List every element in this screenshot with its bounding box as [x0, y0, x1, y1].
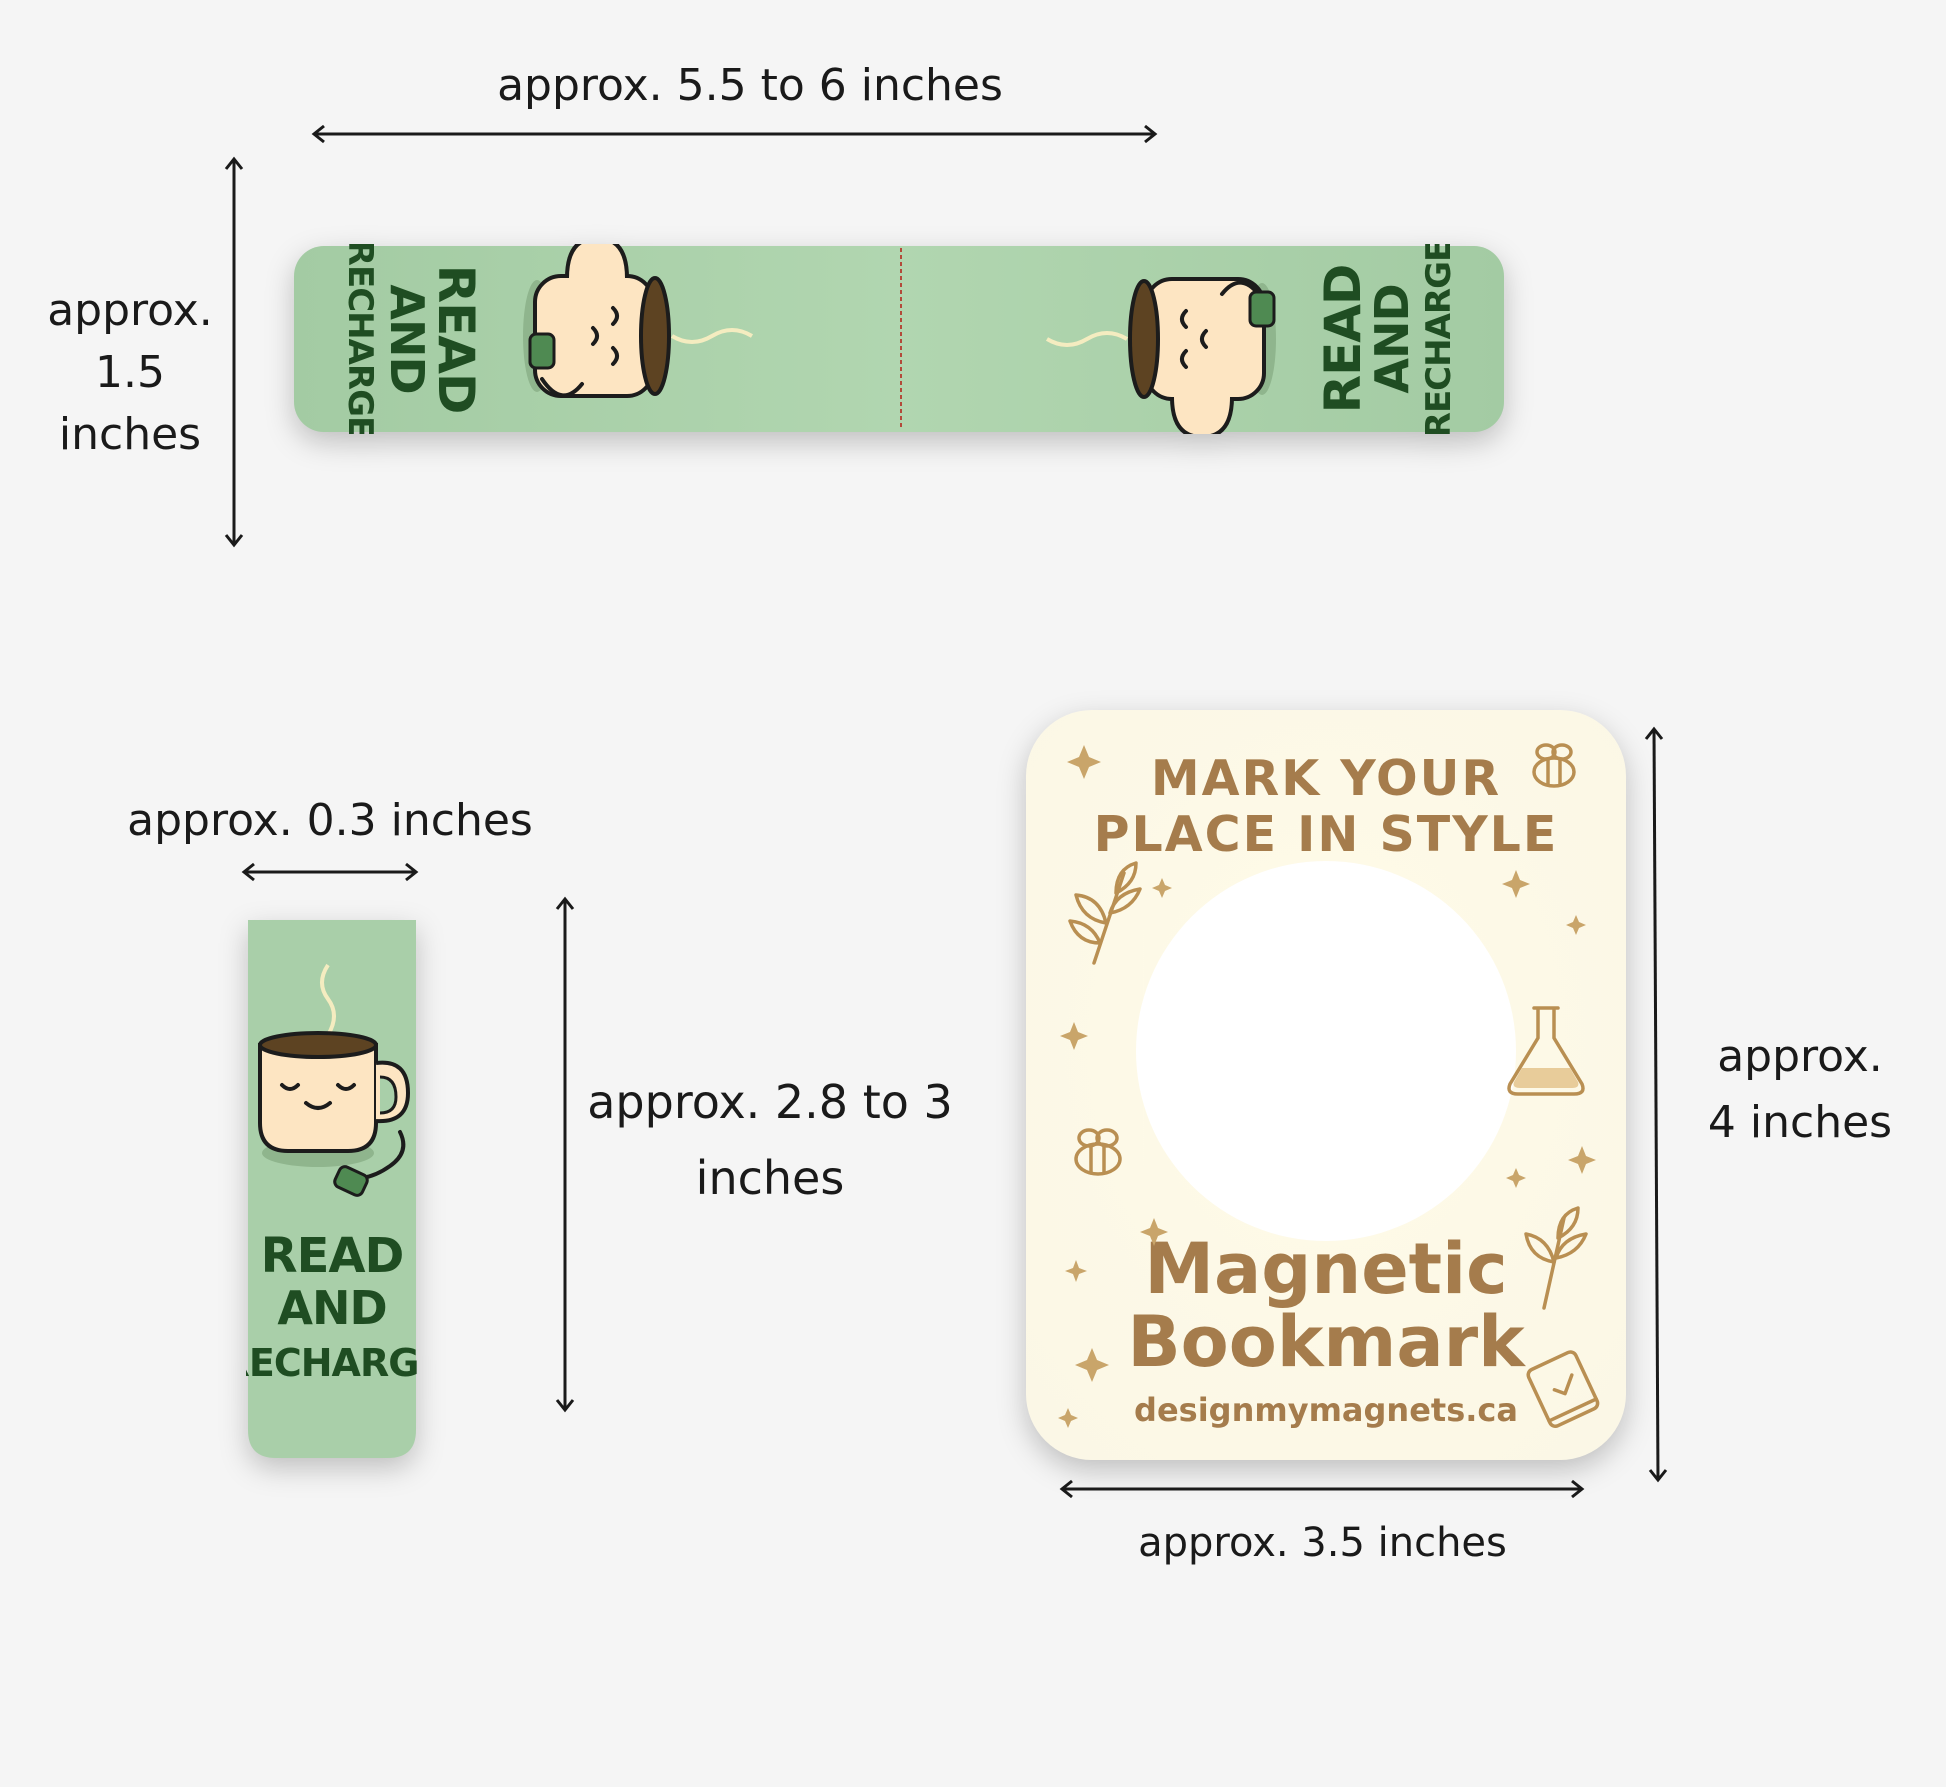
- svg-text:READ: READ: [1314, 265, 1372, 414]
- svg-text:RECHARGE: RECHARGE: [1419, 244, 1459, 434]
- backing-card: MARK YOUR PLACE IN STYLE Magnetic Bookma…: [1026, 710, 1626, 1460]
- coffee-mug-icon: [258, 963, 411, 1167]
- folded-line-recharge: RECHARGE: [246, 1341, 418, 1385]
- leaf-sprig-icon: [1068, 861, 1142, 965]
- folded-height-label: approx. 2.8 to 3 inches: [587, 1075, 953, 1205]
- folded-width-label: approx. 0.3 inches: [127, 795, 533, 846]
- folded-height-arrow: [555, 896, 575, 1413]
- card-headline-line-1: MARK YOUR: [1151, 750, 1501, 807]
- plug-icon: [528, 332, 584, 398]
- svg-text:READ: READ: [427, 265, 485, 414]
- card-width-label: approx. 3.5 inches: [1138, 1520, 1507, 1566]
- strip-width-arrow: [311, 124, 1158, 144]
- leaf-sprig-icon: [1524, 1206, 1588, 1310]
- folded-width-arrow: [241, 862, 419, 882]
- card-height-arrow: [1644, 726, 1668, 1483]
- plug-icon: [333, 1130, 406, 1197]
- flask-icon: [1507, 1006, 1585, 1096]
- strip-width-label: approx. 5.5 to 6 inches: [497, 60, 1003, 111]
- strip-height-arrow: [224, 156, 244, 548]
- sparkle-icon: [1058, 745, 1596, 1428]
- svg-text:RECHARGE: RECHARGE: [340, 244, 380, 434]
- svg-text:AND: AND: [1365, 284, 1419, 393]
- plug-icon: [1220, 280, 1276, 328]
- folded-line-read: READ: [261, 1228, 404, 1284]
- coffee-mug-icon: [1045, 277, 1276, 434]
- magnet-window: [1136, 861, 1516, 1241]
- folded-bookmark: READ AND RECHARGE: [246, 920, 418, 1458]
- folded-line-and: AND: [277, 1281, 386, 1335]
- book-check-icon: [1526, 1350, 1600, 1428]
- card-product-line-1: Magnetic: [1144, 1228, 1507, 1310]
- card-website: designmymagnets.ca: [1134, 1391, 1518, 1429]
- strip-right-text: READ AND RECHARGE: [1314, 244, 1459, 434]
- bee-icon: [1074, 1128, 1122, 1176]
- card-width-arrow: [1059, 1479, 1585, 1499]
- card-headline-line-2: PLACE IN STYLE: [1094, 806, 1559, 863]
- card-height-label: approx. 4 inches: [1707, 1031, 1893, 1148]
- svg-text:AND: AND: [380, 284, 434, 393]
- strip-left-text: READ AND RECHARGE: [340, 244, 485, 434]
- strip-height-label: approx. 1.5 inches: [47, 285, 213, 460]
- card-product-line-2: Bookmark: [1127, 1301, 1526, 1383]
- unfolded-bookmark-strip: READ AND RECHARGE READ AND RECHARGE: [294, 244, 1504, 434]
